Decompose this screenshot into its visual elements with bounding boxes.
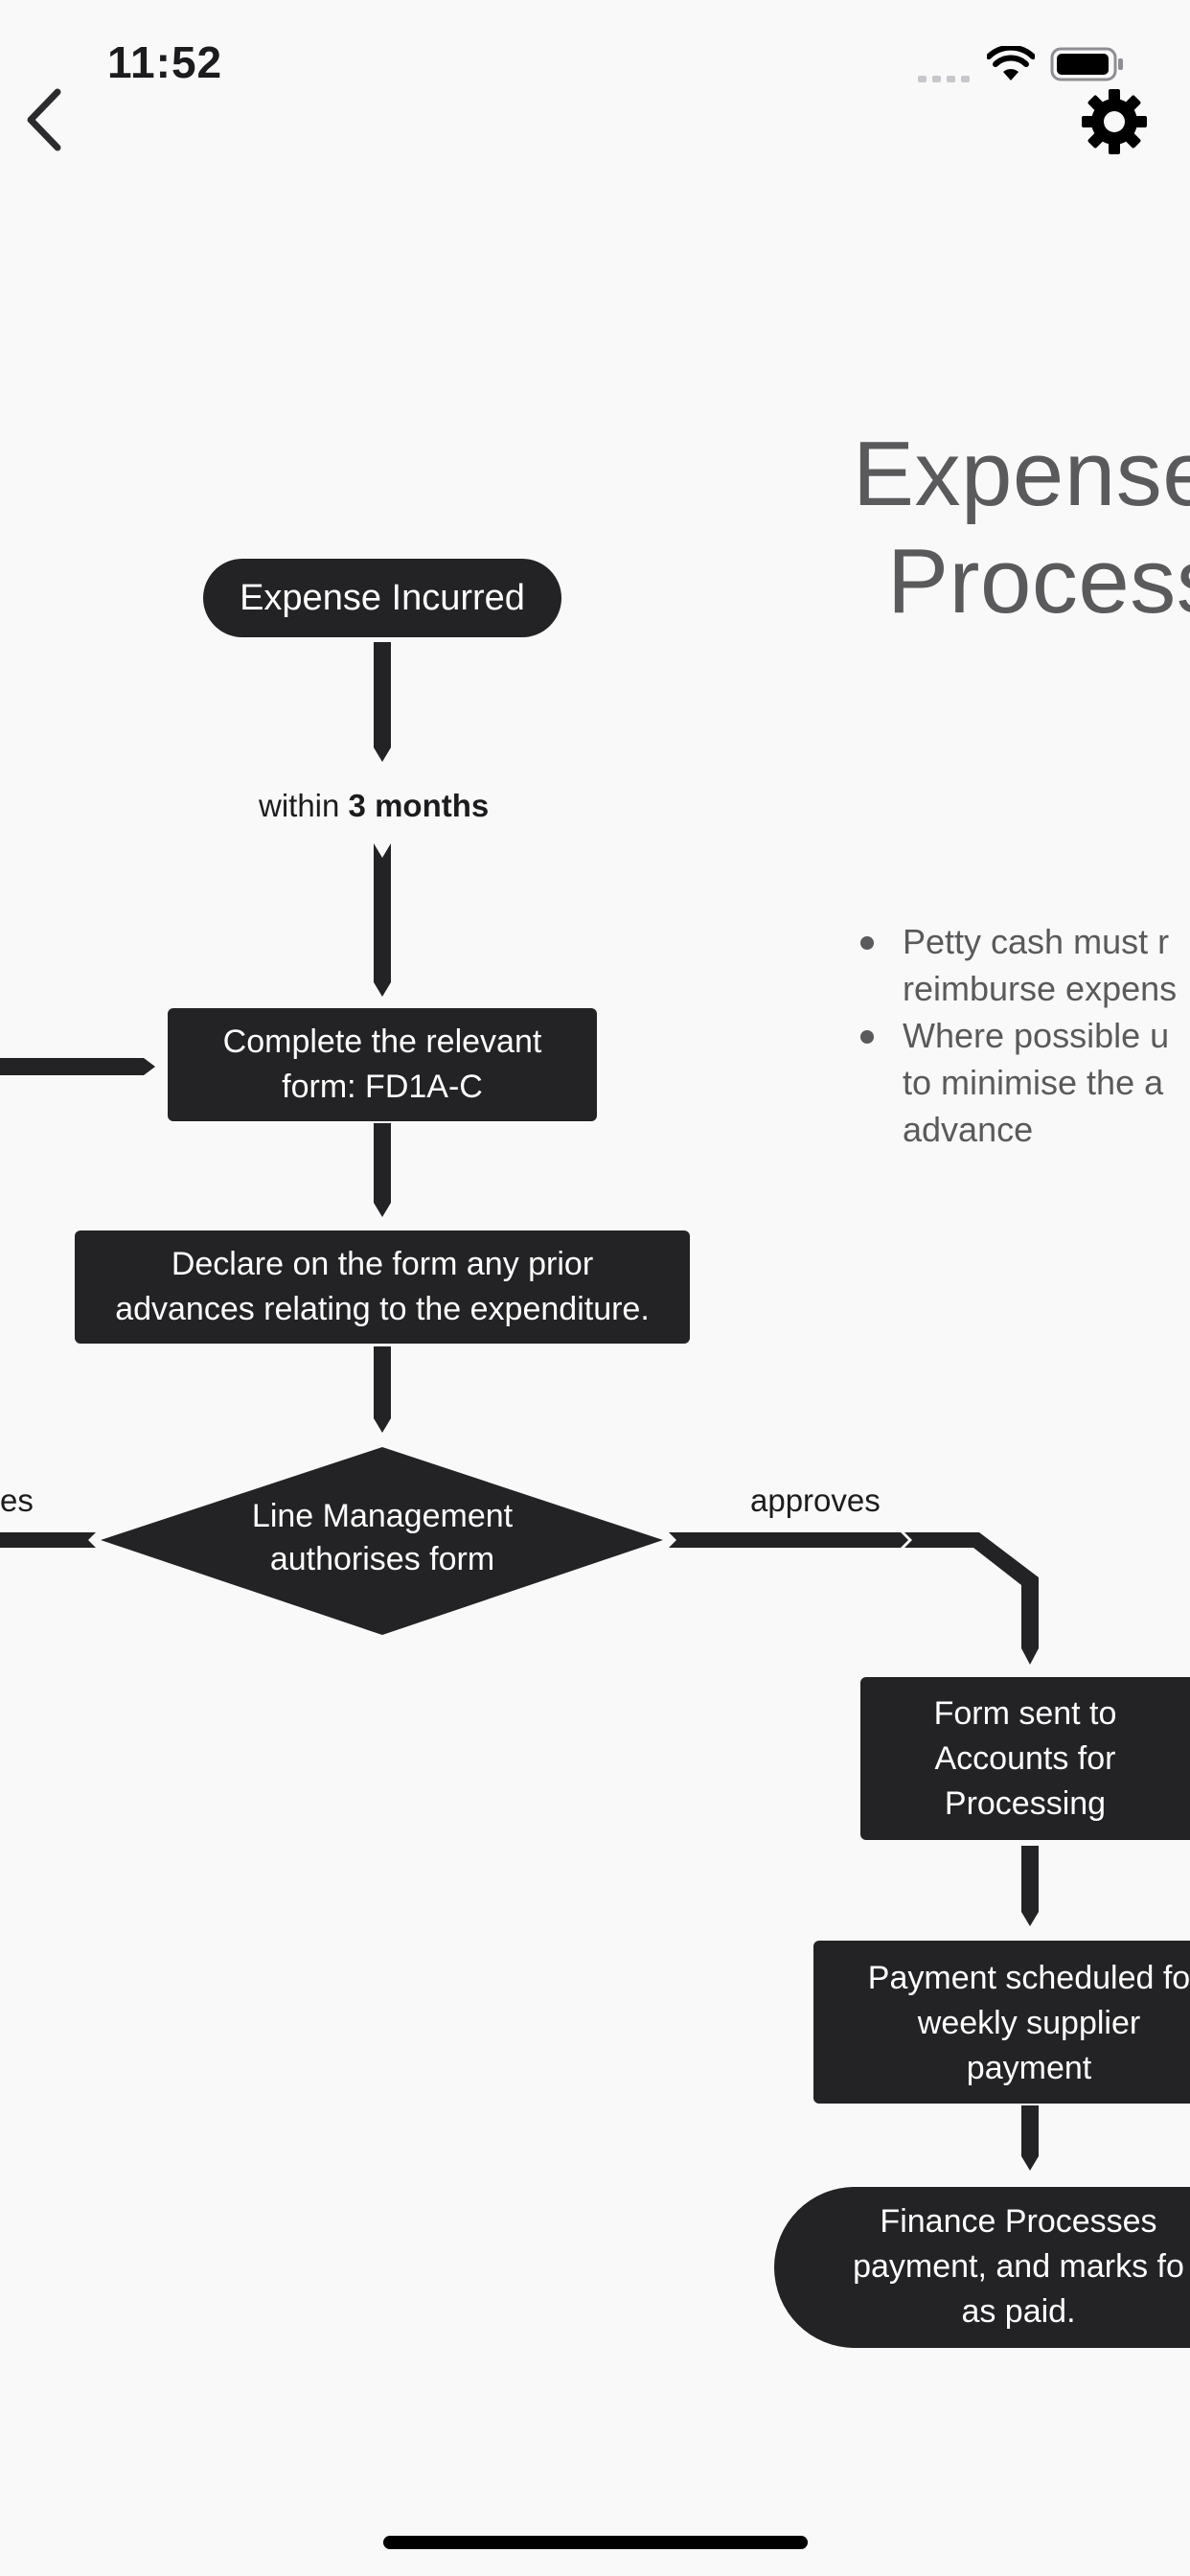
arrow-form-to-declare [374,1123,391,1217]
node-finance-text: Finance Processes payment, and marks fo … [803,2199,1190,2334]
arrow-declare-to-decision [374,1346,391,1433]
node-complete-form-line-1: Complete the relevant [222,1024,542,1060]
decision-diamond [101,1447,663,1635]
node-payment-line-3: payment [966,2050,1092,2086]
node-payment-scheduled: Payment scheduled fo weekly supplier pay… [813,1941,1190,2104]
node-finance-line-3: as paid. [961,2293,1076,2330]
node-declare-line-2: advances relating to the expenditure. [115,1291,650,1327]
back-button[interactable] [13,80,80,157]
arrow-start-to-label [374,642,391,762]
node-accounts-line-2: Accounts for [934,1739,1116,1777]
page-title-line-2: Process [887,530,1190,632]
node-finance-line-1: Finance Processes [880,2203,1157,2240]
notes-list: Petty cash must r reimburse expens Where… [843,918,1190,1158]
note-2-line-3: advance [903,1110,1034,1149]
page-title-line-1: Expense [853,423,1190,525]
gear-icon [1082,89,1147,154]
node-expense-incurred: Expense Incurred [203,559,561,637]
cellular-signal-icon [918,71,973,82]
home-indicator[interactable] [383,2536,808,2549]
note-2-line-2: to minimise the a [903,1063,1164,1102]
edge-label-approves: approves [750,1483,881,1518]
arrow-label-to-form [374,843,391,997]
node-payment-line-2: weekly supplier [917,2005,1141,2041]
node-accounts-line-1: Form sent to [933,1694,1117,1732]
time-limit-value: 3 months [348,788,490,823]
arrow-decision-to-approves [669,1532,908,1548]
node-expense-incurred-text: Expense Incurred [240,577,525,618]
decision-label-line-2: authorises form [269,1541,495,1577]
time-limit-prefix: within [259,788,349,823]
node-form-sent-to-accounts: Form sent to Accounts for Processing [860,1677,1190,1840]
chevron-left-icon [27,88,61,151]
node-finance-line-2: payment, and marks fo [853,2248,1184,2285]
decision-label-line-1: Line Management [251,1498,514,1534]
node-accounts-line-3: Processing [944,1784,1107,1822]
edge-label-left: es [0,1483,34,1518]
note-1-line-2: reimburse expens [903,969,1178,1008]
bullet-dot [860,1030,874,1044]
arrow-accounts-to-payment [1021,1846,1039,1926]
bullet-dot [860,936,874,950]
node-complete-form-line-2: form: FD1A-C [282,1069,483,1105]
node-payment-line-1: Payment scheduled fo [867,1960,1190,1996]
settings-button[interactable] [1079,86,1150,157]
note-2-line-1: Where possible u [903,1016,1170,1055]
arrow-decision-left [0,1532,96,1548]
arrow-into-form-left [0,1058,155,1075]
node-payment-text: Payment scheduled fo weekly supplier pay… [813,1956,1190,2091]
note-1-line-1: Petty cash must r [903,922,1170,961]
decision-label: Line Management authorises form [191,1495,574,1581]
battery-icon [1050,46,1127,82]
node-finance-processes: Finance Processes payment, and marks fo … [774,2187,1190,2348]
status-time: 11:52 [107,37,223,87]
node-declare-line-1: Declare on the form any prior [171,1246,594,1282]
node-declare-advances: Declare on the form any prior advances r… [75,1230,690,1344]
arrow-approves-bend [904,1532,1039,1665]
wifi-icon [986,44,1036,82]
time-limit-label: within 3 months [259,788,489,824]
node-complete-form: Complete the relevant form: FD1A-C [168,1008,597,1121]
arrow-payment-to-finance [1021,2105,1039,2171]
node-accounts-text: Form sent to Accounts for Processing [857,1691,1190,1827]
